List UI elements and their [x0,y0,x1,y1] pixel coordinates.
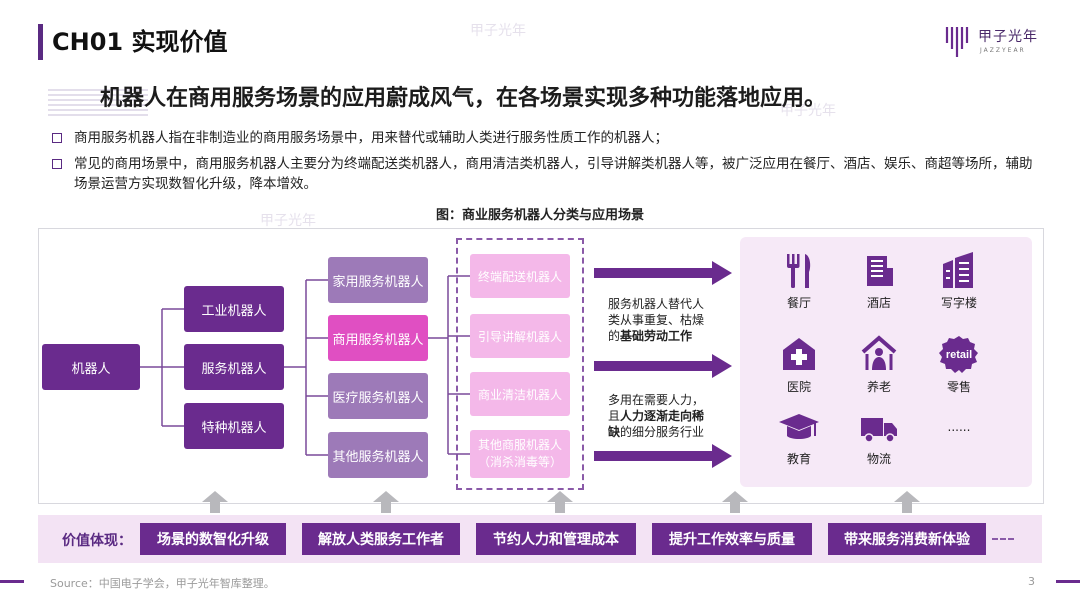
retail-badge-text: retail [946,349,972,361]
bullet-item: 商用服务机器人指在非制造业的商用服务场景中，用来替代或辅助人类进行服务性质工作的… [52,128,1032,148]
desc-emphasis: 基础劳动工作 [620,329,693,343]
bullet-square-icon [52,159,62,169]
bullet-square-icon [52,133,62,143]
arrow-up-icon [894,491,920,513]
restaurant-icon [787,254,811,288]
scene-restaurant: 餐厅 [754,250,844,311]
node-service-robot: 服务机器人 [184,344,284,390]
node-medical-service-robot: 医疗服务机器人 [328,373,428,419]
bullet-text: 常见的商用场景中，商用服务机器人主要分为终端配送类机器人，商用清洁类机器人，引导… [74,156,1033,192]
value-bar-label: 价值体现： [62,533,132,549]
figure-title: 图：商业服务机器人分类与应用场景 [435,208,644,223]
scene-label: 教育 [786,452,811,466]
desc-fragment: 且 [608,409,621,423]
desc-fragment: 的细分服务行业 [620,425,705,439]
hotel-icon [867,256,893,286]
headline: 机器人在商用服务场景的应用蔚成风气，在各场景实现多种功能落地应用。 [100,86,827,111]
desc-line: 服务机器人替代人 [608,297,705,311]
logo-text: 甲子光年 [978,29,1038,45]
desc-line: 且人力逐渐走向稀 [608,408,732,424]
arrow-up-icon [722,491,748,513]
desc-emphasis: 缺 [608,425,621,439]
scene-label: 酒店 [866,296,891,310]
desc-line: 类从事重复、枯燥 [608,313,705,327]
value-item: 场景的数智化升级 [140,523,286,555]
scene-elderly-care: 养老 [834,334,924,395]
arrow-right-icon [594,444,732,468]
desc-line: 多用在需要人力， [608,393,705,407]
footer-accent-left [0,580,24,583]
scene-label: 养老 [866,380,891,394]
hospital-icon [783,338,815,370]
office-building-icon [943,252,973,288]
logo: 甲子光年 JAZZYEAR [944,22,1044,62]
node-commercial-service-robot: 商用服务机器人 [328,315,428,361]
scene-label: 物流 [866,452,891,466]
value-item: 带来服务消费新体验 [828,523,986,555]
value-item: 提升工作效率与质量 [652,523,812,555]
scene-logistics: 物流 [834,410,924,467]
node-delivery-robot: 终端配送机器人 [470,254,570,298]
scene-hospital: 医院 [754,334,844,395]
desc-line: 缺的细分服务行业 [608,424,732,440]
node-sublabel: （消杀消毒等） [477,455,562,469]
page-title: CH01 实现价值 [52,28,228,56]
source-note: Source：中国电子学会，甲子光年智库整理。 [50,577,275,590]
arrow-up-icon [202,491,228,513]
scene-retail: retail 零售 [914,334,1004,395]
arrow-right-icon [594,261,732,285]
scene-office: 写字楼 [914,250,1004,311]
scene-label: 零售 [946,380,971,394]
desc-emphasis: 人力逐渐走向稀 [620,409,705,423]
arrow-right-icon [594,354,732,378]
arrow-up-icon [373,491,399,513]
value-item: 解放人类服务工作者 [302,523,460,555]
commercial-robot-group [456,238,584,490]
logo-text-en: JAZZYEAR [980,47,1026,54]
node-label: 其他商服机器人 [477,438,562,452]
scene-label: 医院 [786,380,811,394]
node-root: 机器人 [42,344,140,390]
title-accent-bar [38,24,43,60]
node-other-service-robot: 其他服务机器人 [328,432,428,478]
page-number: 3 [1028,575,1035,588]
value-item: 节约人力和管理成本 [476,523,636,555]
scene-education: 教育 [754,410,844,467]
arrow-up-icon [547,491,573,513]
description-shortage: 多用在需要人力， 且人力逐渐走向稀 缺的细分服务行业 [608,392,732,440]
logo-mark-icon [945,27,969,57]
description-labor: 服务机器人替代人 类从事重复、枯燥 的基础劳动工作 [608,296,732,344]
desc-fragment: 的 [608,329,621,343]
elderly-care-icon [861,335,897,370]
bullet-item: 常见的商用场景中，商用服务机器人主要分为终端配送类机器人，商用清洁类机器人，引导… [52,154,1033,196]
desc-line: 的基础劳动工作 [608,328,732,344]
more-icon: ...... [947,420,971,434]
node-guide-robot: 引导讲解机器人 [470,314,570,358]
bullet-text: 商用服务机器人指在非制造业的商用服务场景中，用来替代或辅助人类进行服务性质工作的… [74,130,668,146]
node-home-service-robot: 家用服务机器人 [328,257,428,303]
scene-label: 餐厅 [786,296,811,310]
logistics-icon [861,418,897,443]
node-special-robot: 特种机器人 [184,403,284,449]
scene-hotel: 酒店 [834,250,924,311]
value-bar-dash [992,538,1014,540]
education-icon [779,414,819,439]
footer-accent-right [1056,580,1080,583]
scene-label: 写字楼 [940,296,977,310]
node-industrial-robot: 工业机器人 [184,286,284,332]
scene-more: ...... [914,420,1004,434]
headline-decoration [48,86,148,116]
node-other-commercial-robot: 其他商服机器人 （消杀消毒等） [470,430,570,478]
node-cleaning-robot: 商业清洁机器人 [470,372,570,416]
retail-icon: retail [939,336,978,373]
